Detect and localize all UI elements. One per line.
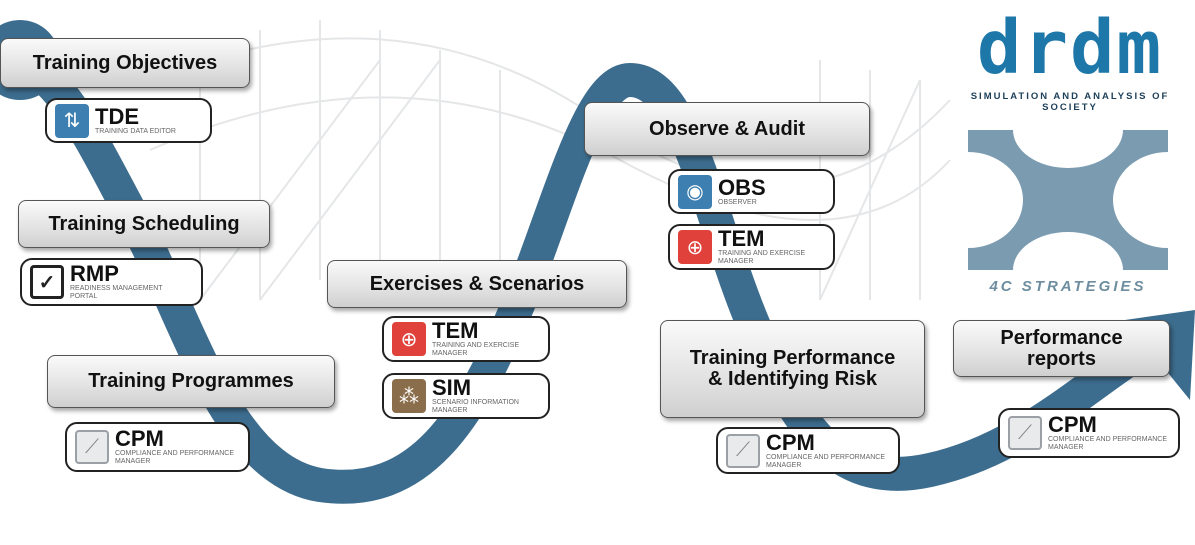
- 4c-strategies-logo: 4C STRATEGIES: [913, 92, 1195, 308]
- stage-observe-audit: Observe & Audit: [584, 102, 870, 156]
- stage-training-programmes: Training Programmes: [47, 355, 335, 408]
- tool-tde: ⇅ TDETraining Data Editor: [45, 98, 212, 143]
- tool-name: CPM: [766, 429, 815, 455]
- tool-cpm: ⟋ CPMCompliance and Performance Manager: [65, 422, 250, 472]
- stage-label: Training Objectives: [32, 51, 218, 74]
- tool-name: SIM: [432, 375, 472, 401]
- tool-desc: Training Data Editor: [95, 127, 176, 135]
- stage-label: Exercises & Scenarios: [369, 272, 585, 295]
- tool-name: TDE: [95, 103, 139, 129]
- 4c-wordmark: 4C STRATEGIES: [989, 278, 1147, 295]
- globe-icon: ⊕: [392, 322, 426, 356]
- tool-desc: Compliance and Performance Manager: [115, 450, 235, 465]
- tool-desc: Readiness Management Portal: [70, 285, 163, 300]
- tool-desc: Scenario Information Manager: [432, 399, 519, 414]
- network-icon: ⁂: [392, 379, 426, 413]
- stage-training-scheduling: Training Scheduling: [18, 200, 270, 248]
- tool-cpm: ⟋ CPMCompliance and Performance Manager: [998, 408, 1180, 458]
- folder-icon: ⇅: [55, 103, 89, 138]
- stage-label: Training Performance: [689, 347, 896, 369]
- chart-icon: ⟋: [726, 433, 760, 468]
- checkbox-icon: ✓: [30, 265, 64, 299]
- stage-exercises-scenarios: Exercises & Scenarios: [327, 260, 627, 308]
- tool-rmp: ✓ RMPReadiness Management Portal: [20, 258, 203, 306]
- tool-tem: ⊕ TEMTraining and Exercise Manager: [382, 316, 550, 362]
- tool-desc: Observer: [718, 198, 757, 206]
- stage-label: reports: [1027, 347, 1096, 370]
- tool-name: OBS: [718, 174, 766, 200]
- stage-label: Training Programmes: [88, 370, 294, 392]
- tool-desc: Training and Exercise Manager: [432, 342, 520, 357]
- stage-label: Training Scheduling: [48, 212, 240, 235]
- globe-icon: ⊕: [678, 230, 712, 264]
- 4c-emblem-icon: [913, 92, 1195, 308]
- stage-label: Observe & Audit: [649, 117, 805, 140]
- tool-tem: ⊕ TEMTraining and Exercise Manager: [668, 224, 835, 270]
- tool-cpm: ⟋ CPMCompliance and Performance Manager: [716, 427, 900, 474]
- drdm-logo: drdm Simulation and Analysis of Society: [955, 5, 1185, 114]
- tool-name: TEM: [718, 226, 765, 252]
- tool-desc: Training and Exercise Manager: [718, 250, 806, 265]
- tool-name: CPM: [115, 426, 164, 452]
- tool-obs: ◉ OBSObserver: [668, 169, 835, 214]
- tool-desc: Compliance and Performance Manager: [1048, 436, 1168, 451]
- stage-label: & Identifying Risk: [708, 368, 877, 390]
- eye-icon: ◉: [678, 174, 712, 209]
- tool-desc: Compliance and Performance Manager: [766, 453, 886, 469]
- tool-sim: ⁂ SIMScenario Information Manager: [382, 373, 550, 419]
- stage-training-objectives: Training Objectives: [0, 38, 250, 88]
- tool-name: CPM: [1048, 412, 1097, 438]
- stage-training-performance: Training Performance& Identifying Risk: [660, 320, 925, 418]
- drdm-wordmark: drdm: [976, 5, 1164, 91]
- stage-label: Performance: [1000, 326, 1123, 349]
- drdm-tagline: Simulation and Analysis of Society: [970, 91, 1170, 113]
- chart-icon: ⟋: [1008, 416, 1042, 450]
- tool-name: RMP: [70, 261, 119, 287]
- tool-name: TEM: [432, 318, 479, 344]
- chart-icon: ⟋: [75, 430, 109, 464]
